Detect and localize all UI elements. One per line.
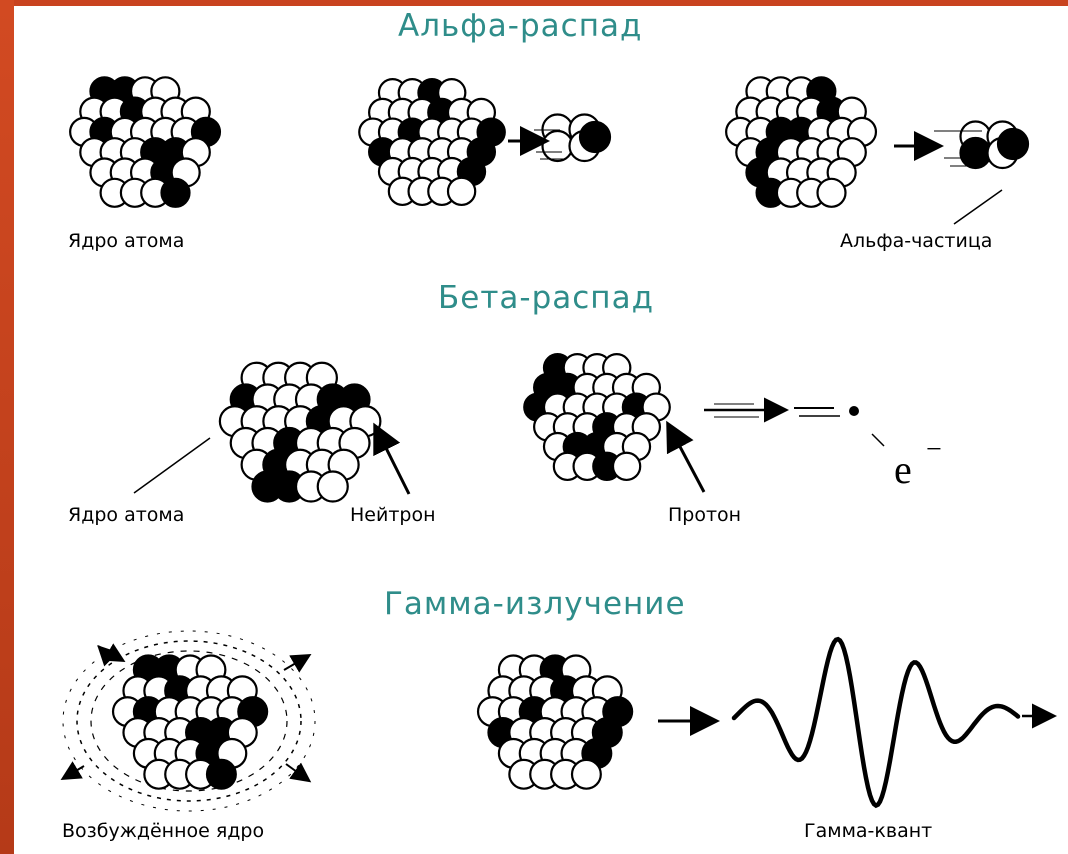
neutron-ball bbox=[996, 127, 1030, 161]
electron-pointer bbox=[871, 433, 885, 447]
proton-ball bbox=[541, 129, 574, 163]
beta-nucleus-1 bbox=[218, 361, 382, 503]
alpha-particle-2 bbox=[959, 120, 1030, 170]
alpha-nucleus-label: Ядро атома bbox=[68, 230, 185, 252]
alpha-particle-1 bbox=[541, 113, 612, 163]
frame-top bbox=[0, 0, 1068, 8]
alpha-nucleus-3 bbox=[725, 76, 878, 208]
neutron-ball bbox=[205, 758, 237, 790]
beta-nucleus-label: Ядро атома bbox=[68, 504, 185, 526]
proton-label: Протон bbox=[668, 504, 742, 526]
alpha-decay-heading: Альфа-распад bbox=[398, 8, 643, 44]
diagram-panel: e − Альфа-распад Ядро атома Альфа-частиц… bbox=[14, 6, 1068, 854]
neutron-pointer-arrow bbox=[373, 422, 411, 495]
neutron-label: Нейтрон bbox=[350, 504, 436, 526]
beta-nucleus-2 bbox=[523, 353, 671, 482]
gamma-nucleus bbox=[476, 654, 634, 790]
excited-nucleus-label: Возбуждённое ядро bbox=[62, 820, 265, 842]
electron-charge: − bbox=[926, 434, 942, 465]
diagram-art: e − bbox=[60, 76, 1057, 812]
neutron-ball bbox=[160, 177, 191, 208]
gamma-wave bbox=[731, 636, 1021, 809]
proton-ball bbox=[446, 176, 477, 207]
proton-pointer-arrow bbox=[666, 420, 706, 493]
alpha-nucleus-2 bbox=[358, 78, 506, 207]
proton-ball bbox=[316, 470, 349, 503]
beta-nucleus-pointer bbox=[133, 437, 211, 494]
electron-dot bbox=[849, 406, 859, 416]
beta-decay-heading: Бета-распад bbox=[438, 280, 654, 316]
neutron-ball bbox=[578, 120, 612, 154]
alpha-particle-label: Альфа-частица bbox=[840, 230, 993, 252]
excited-nucleus bbox=[111, 654, 269, 790]
proton-ball bbox=[611, 451, 642, 482]
alpha-arrow-1 bbox=[508, 126, 564, 160]
gamma-radiation-heading: Гамма-излучение bbox=[384, 586, 686, 622]
electron-symbol: e bbox=[894, 447, 912, 492]
gamma-quantum-label: Гамма-квант bbox=[804, 820, 933, 842]
alpha-arrow-2 bbox=[894, 130, 982, 167]
excited-nucleus-vibration-arrows bbox=[60, 643, 312, 783]
alpha-particle-pointer bbox=[953, 189, 1003, 225]
proton-ball bbox=[570, 758, 602, 790]
frame-left bbox=[0, 0, 14, 854]
proton-ball bbox=[816, 177, 847, 208]
excited-nucleus-cloud bbox=[62, 630, 316, 812]
alpha-nucleus-1 bbox=[69, 76, 222, 208]
electron-emission-arrow bbox=[704, 397, 840, 423]
neutron-ball bbox=[959, 136, 992, 170]
